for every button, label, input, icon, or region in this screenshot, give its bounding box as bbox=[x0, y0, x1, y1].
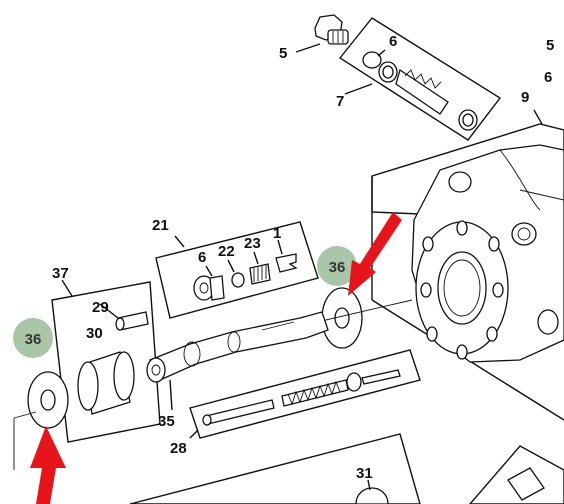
leader-line bbox=[367, 479, 371, 491]
leader-line bbox=[169, 379, 173, 411]
pump-housing-9 bbox=[371, 123, 564, 421]
svg-text:36: 36 bbox=[329, 259, 346, 276]
lower-parts-box bbox=[129, 433, 564, 504]
label-23: 23 bbox=[244, 235, 261, 252]
label-6-right: 6 bbox=[544, 69, 552, 86]
callout-36-left: 36 bbox=[13, 318, 53, 358]
label-7: 7 bbox=[336, 93, 344, 110]
shaft-part-35 bbox=[146, 311, 329, 383]
leader-line bbox=[253, 251, 259, 265]
leader-line bbox=[174, 235, 185, 248]
leader-line bbox=[533, 109, 543, 125]
leader-line bbox=[344, 83, 373, 95]
spring-rod-box-28 bbox=[189, 349, 421, 439]
label-6-mid: 6 bbox=[198, 249, 206, 266]
label-5-right: 5 bbox=[546, 37, 554, 54]
red-arrow-left-icon bbox=[30, 426, 66, 504]
label-31: 31 bbox=[356, 465, 373, 482]
leader-line bbox=[61, 279, 73, 297]
bushing-box-37 bbox=[51, 281, 161, 443]
valve-parts-box-21 bbox=[155, 221, 319, 319]
leader-line bbox=[295, 43, 321, 53]
callout-36-right: 36 bbox=[317, 246, 357, 286]
leader-line bbox=[205, 265, 213, 277]
leader-line bbox=[277, 239, 283, 255]
label-22: 22 bbox=[218, 243, 235, 260]
label-9: 9 bbox=[521, 89, 529, 106]
label-21: 21 bbox=[152, 217, 169, 234]
label-37: 37 bbox=[52, 265, 69, 282]
cartridge-box-7 bbox=[338, 17, 502, 141]
plug-part-5 bbox=[314, 14, 349, 45]
label-29: 29 bbox=[92, 299, 109, 316]
label-5-top: 5 bbox=[279, 45, 287, 62]
washer-36-left bbox=[13, 371, 69, 470]
label-6-top: 6 bbox=[389, 33, 397, 50]
label-28: 28 bbox=[170, 440, 187, 457]
svg-text:36: 36 bbox=[25, 331, 42, 348]
leader-line bbox=[227, 259, 235, 273]
leader-line bbox=[377, 49, 386, 57]
label-35: 35 bbox=[158, 413, 175, 430]
label-30: 30 bbox=[86, 325, 103, 342]
leader-line bbox=[189, 429, 199, 439]
leader-line bbox=[99, 303, 119, 319]
label-1: 1 bbox=[273, 225, 281, 242]
red-arrow-right-icon bbox=[348, 212, 402, 296]
